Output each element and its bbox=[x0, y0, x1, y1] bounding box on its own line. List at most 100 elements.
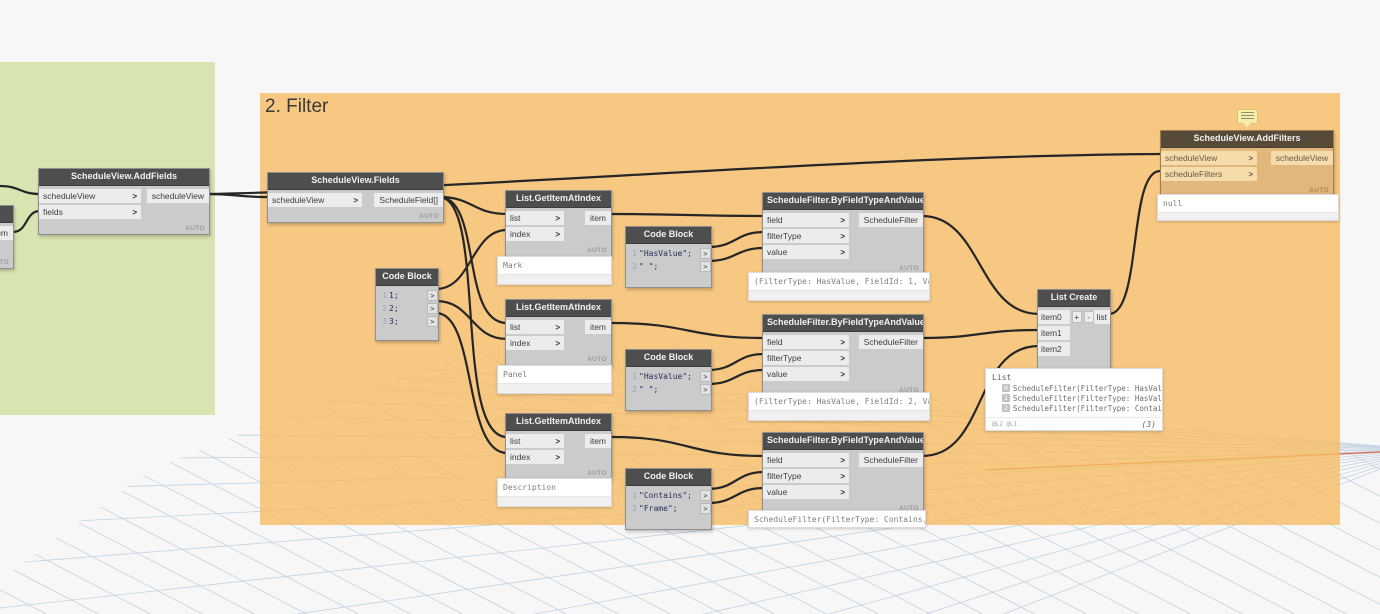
input-port-filtertype[interactable]: filterType> bbox=[763, 469, 849, 483]
node-getitematindex-3[interactable]: List.GetItemAtIndex list> item index> AU… bbox=[505, 413, 612, 480]
node-code-block-index[interactable]: Code Block 11;> 22;> 33;> bbox=[375, 268, 439, 341]
output-port[interactable]: > bbox=[427, 316, 438, 327]
node-getitematindex-1[interactable]: List.GetItemAtIndex list> item index> AU… bbox=[505, 190, 612, 257]
code-line[interactable]: 3; bbox=[389, 317, 425, 326]
node-title[interactable]: List.GetItemAtIndex bbox=[506, 300, 611, 317]
input-port-field[interactable]: field> bbox=[763, 213, 849, 227]
input-port-field[interactable]: field> bbox=[763, 453, 849, 467]
node-title[interactable]: ScheduleFilter.ByFieldTypeAndValue bbox=[763, 315, 923, 332]
output-port-schedulefilter[interactable]: ScheduleFilter bbox=[859, 335, 923, 349]
node-schedulefilter-3[interactable]: ScheduleFilter.ByFieldTypeAndValue field… bbox=[762, 432, 924, 515]
input-port-list[interactable]: list> bbox=[506, 211, 564, 225]
node-title[interactable]: List Create bbox=[1038, 290, 1110, 307]
output-port[interactable]: > bbox=[700, 384, 711, 395]
input-port-field[interactable]: field> bbox=[763, 335, 849, 349]
node-title[interactable]: Code Block bbox=[626, 227, 711, 244]
node-edge-item[interactable]: item AUTO bbox=[0, 205, 14, 269]
output-port-scheduleview[interactable]: scheduleView bbox=[1271, 151, 1333, 165]
output-port-item[interactable]: item bbox=[585, 434, 611, 448]
output-port-item[interactable]: item bbox=[585, 320, 611, 334]
output-port[interactable]: > bbox=[700, 371, 711, 382]
node-list-create[interactable]: List Create item0 + - list item1 item2 bbox=[1037, 289, 1111, 372]
input-port-index[interactable]: index> bbox=[506, 227, 564, 241]
node-title[interactable]: List.GetItemAtIndex bbox=[506, 191, 611, 208]
input-port-item0[interactable]: item0 bbox=[1038, 310, 1070, 324]
output-port[interactable]: > bbox=[700, 490, 711, 501]
input-port-value[interactable]: value> bbox=[763, 245, 849, 259]
wire[interactable] bbox=[708, 232, 764, 247]
code-line[interactable]: "HasValue"; bbox=[639, 249, 698, 258]
input-port-scheduleview[interactable]: scheduleView> bbox=[1161, 151, 1257, 165]
output-port-item[interactable]: item bbox=[0, 226, 13, 240]
output-port[interactable]: > bbox=[700, 248, 711, 259]
code-line[interactable]: "HasValue"; bbox=[639, 372, 698, 381]
wire[interactable] bbox=[922, 216, 1039, 314]
input-port-scheduleview[interactable]: scheduleView> bbox=[39, 189, 141, 203]
node-title[interactable] bbox=[0, 206, 13, 223]
node-title[interactable]: Code Block bbox=[626, 469, 711, 486]
wire[interactable] bbox=[0, 186, 40, 194]
code-line[interactable]: "Frame"; bbox=[639, 504, 698, 513]
wire[interactable] bbox=[612, 214, 764, 216]
code-line[interactable]: "Contains"; bbox=[639, 491, 698, 500]
node-schedulefilter-2[interactable]: ScheduleFilter.ByFieldTypeAndValue field… bbox=[762, 314, 924, 397]
node-code-block-3[interactable]: Code Block 1"Contains";> 2"Frame";> bbox=[625, 468, 712, 530]
input-port-item2[interactable]: item2 bbox=[1038, 342, 1070, 356]
input-port-schedulefilters[interactable]: scheduleFilters> bbox=[1161, 167, 1257, 181]
node-title[interactable]: ScheduleView.Fields bbox=[268, 173, 443, 190]
wire[interactable] bbox=[1109, 171, 1160, 314]
input-port-index[interactable]: index> bbox=[506, 450, 564, 464]
input-port-list[interactable]: list> bbox=[506, 434, 564, 448]
node-title[interactable]: List.GetItemAtIndex bbox=[506, 414, 611, 431]
add-port-button[interactable]: + bbox=[1072, 311, 1082, 323]
node-schedulefilter-1[interactable]: ScheduleFilter.ByFieldTypeAndValue field… bbox=[762, 192, 924, 275]
wire[interactable] bbox=[922, 330, 1039, 338]
output-port-list[interactable]: list bbox=[1094, 310, 1110, 324]
output-port-scheduleview[interactable]: scheduleView bbox=[147, 189, 209, 203]
wire[interactable] bbox=[708, 488, 764, 503]
node-scheduleview-addfields[interactable]: ScheduleView.AddFields scheduleView> sch… bbox=[38, 168, 210, 235]
input-port-value[interactable]: value> bbox=[763, 485, 849, 499]
code-line[interactable]: " "; bbox=[639, 385, 698, 394]
node-title[interactable]: ScheduleFilter.ByFieldTypeAndValue bbox=[763, 193, 923, 210]
note-icon[interactable] bbox=[1237, 109, 1258, 124]
node-scheduleview-addfilters[interactable]: ScheduleView.AddFilters scheduleView> sc… bbox=[1160, 130, 1334, 197]
input-port-scheduleview[interactable]: scheduleView> bbox=[268, 193, 362, 207]
node-title[interactable]: ScheduleFilter.ByFieldTypeAndValue bbox=[763, 433, 923, 450]
input-port-item1[interactable]: item1 bbox=[1038, 326, 1070, 340]
node-scheduleview-fields[interactable]: ScheduleView.Fields scheduleView> Schedu… bbox=[267, 172, 444, 223]
output-port-schedulefield[interactable]: ScheduleField[] bbox=[374, 193, 443, 207]
code-line[interactable]: 2; bbox=[389, 304, 425, 313]
wire[interactable] bbox=[13, 211, 40, 232]
output-port-schedulefilter[interactable]: ScheduleFilter bbox=[859, 453, 923, 467]
node-title[interactable]: ScheduleView.AddFields bbox=[39, 169, 209, 186]
wire[interactable] bbox=[708, 354, 764, 370]
input-port-value[interactable]: value> bbox=[763, 367, 849, 381]
output-port[interactable]: > bbox=[700, 503, 711, 514]
node-code-block-2[interactable]: Code Block 1"HasValue";> 2" ";> bbox=[625, 349, 712, 411]
input-port-list[interactable]: list> bbox=[506, 320, 564, 334]
output-port[interactable]: > bbox=[427, 290, 438, 301]
node-title[interactable]: ScheduleView.AddFilters bbox=[1161, 131, 1333, 148]
input-port-filtertype[interactable]: filterType> bbox=[763, 351, 849, 365]
remove-port-button[interactable]: - bbox=[1084, 311, 1094, 323]
wire[interactable] bbox=[708, 472, 764, 489]
node-title[interactable]: Code Block bbox=[626, 350, 711, 367]
output-port-schedulefilter[interactable]: ScheduleFilter bbox=[859, 213, 923, 227]
node-getitematindex-2[interactable]: List.GetItemAtIndex list> item index> AU… bbox=[505, 299, 612, 366]
code-line[interactable]: 1; bbox=[389, 291, 425, 300]
output-port[interactable]: > bbox=[700, 261, 711, 272]
wire[interactable] bbox=[612, 437, 764, 456]
input-port-index[interactable]: index> bbox=[506, 336, 564, 350]
node-title[interactable]: Code Block bbox=[376, 269, 438, 286]
wire[interactable] bbox=[612, 323, 764, 338]
input-port-fields[interactable]: fields> bbox=[39, 205, 141, 219]
code-line[interactable]: " "; bbox=[639, 262, 698, 271]
output-port-item[interactable]: item bbox=[585, 211, 611, 225]
wire[interactable] bbox=[708, 370, 764, 384]
input-port-filtertype[interactable]: filterType> bbox=[763, 229, 849, 243]
wire[interactable] bbox=[708, 248, 764, 261]
output-port[interactable]: > bbox=[427, 303, 438, 314]
node-code-block-1[interactable]: Code Block 1"HasValue";> 2" ";> bbox=[625, 226, 712, 288]
